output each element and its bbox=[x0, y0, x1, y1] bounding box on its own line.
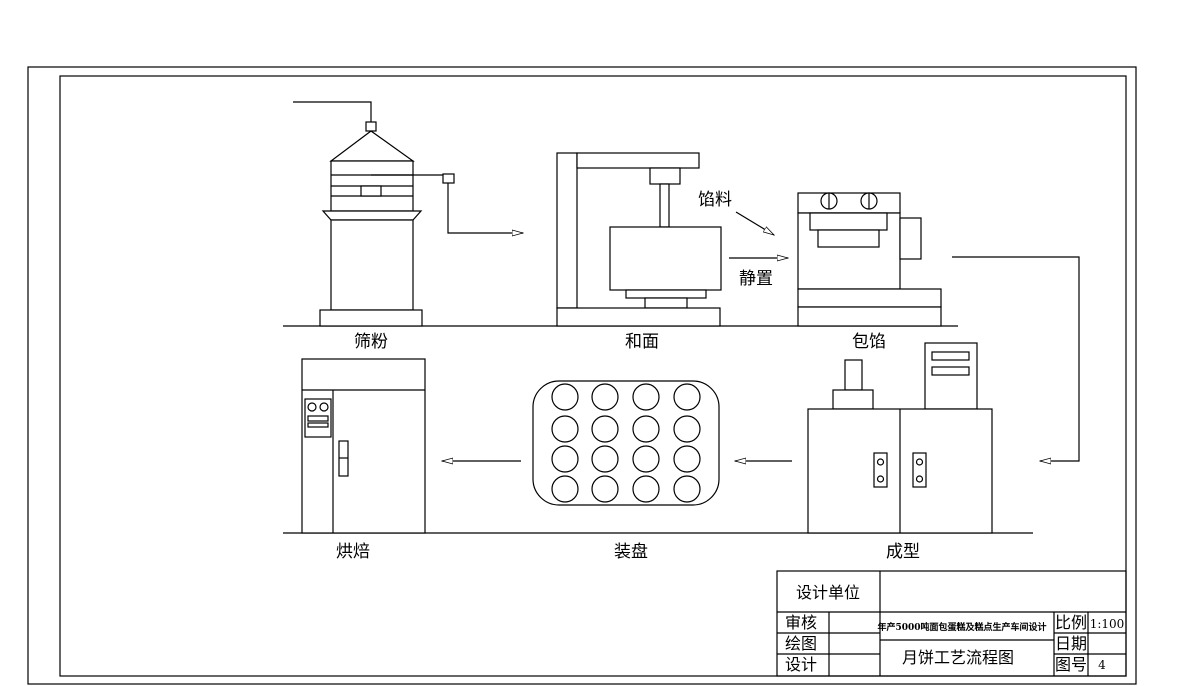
sieve-to-mix-arrow bbox=[447, 183, 523, 233]
filling-arrow bbox=[735, 211, 774, 235]
title-review-label: 审核 bbox=[785, 613, 817, 632]
inner-border bbox=[59, 75, 1127, 677]
forming-machine bbox=[807, 342, 993, 534]
label-wrap: 包馅 bbox=[852, 332, 886, 352]
dough-mixer-machine bbox=[556, 152, 722, 327]
title-date-label: 日期 bbox=[1055, 634, 1087, 653]
label-bake: 烘焙 bbox=[336, 542, 370, 562]
label-filling: 馅料 bbox=[698, 190, 732, 210]
title-drawing-no-value: 4 bbox=[1098, 658, 1106, 672]
title-drawing-label: 绘图 bbox=[785, 634, 817, 653]
label-mix: 和面 bbox=[625, 332, 659, 352]
title-drawing-name: 月饼工艺流程图 bbox=[902, 648, 1014, 667]
label-rest: 静置 bbox=[739, 269, 773, 289]
outer-border bbox=[27, 66, 1137, 685]
title-drawing-no-label: 图号 bbox=[1055, 655, 1087, 674]
label-form: 成型 bbox=[886, 542, 920, 562]
wrapping-machine bbox=[797, 192, 942, 327]
title-design-unit: 设计单位 bbox=[796, 583, 860, 602]
wrap-to-form-arrow bbox=[952, 256, 1080, 461]
tray bbox=[532, 380, 720, 506]
title-project-name: 年产5000吨面包蛋糕及糕点生产车间设计 bbox=[877, 621, 1046, 633]
title-block bbox=[776, 570, 1127, 677]
label-sieve: 筛粉 bbox=[354, 332, 388, 352]
title-scale-label: 比例 bbox=[1055, 613, 1087, 632]
oven bbox=[301, 358, 426, 534]
title-designer-label: 设计 bbox=[785, 655, 817, 674]
label-tray: 装盘 bbox=[614, 542, 648, 562]
title-scale-value: 1:100 bbox=[1090, 617, 1125, 631]
sieve-machine bbox=[293, 101, 455, 327]
